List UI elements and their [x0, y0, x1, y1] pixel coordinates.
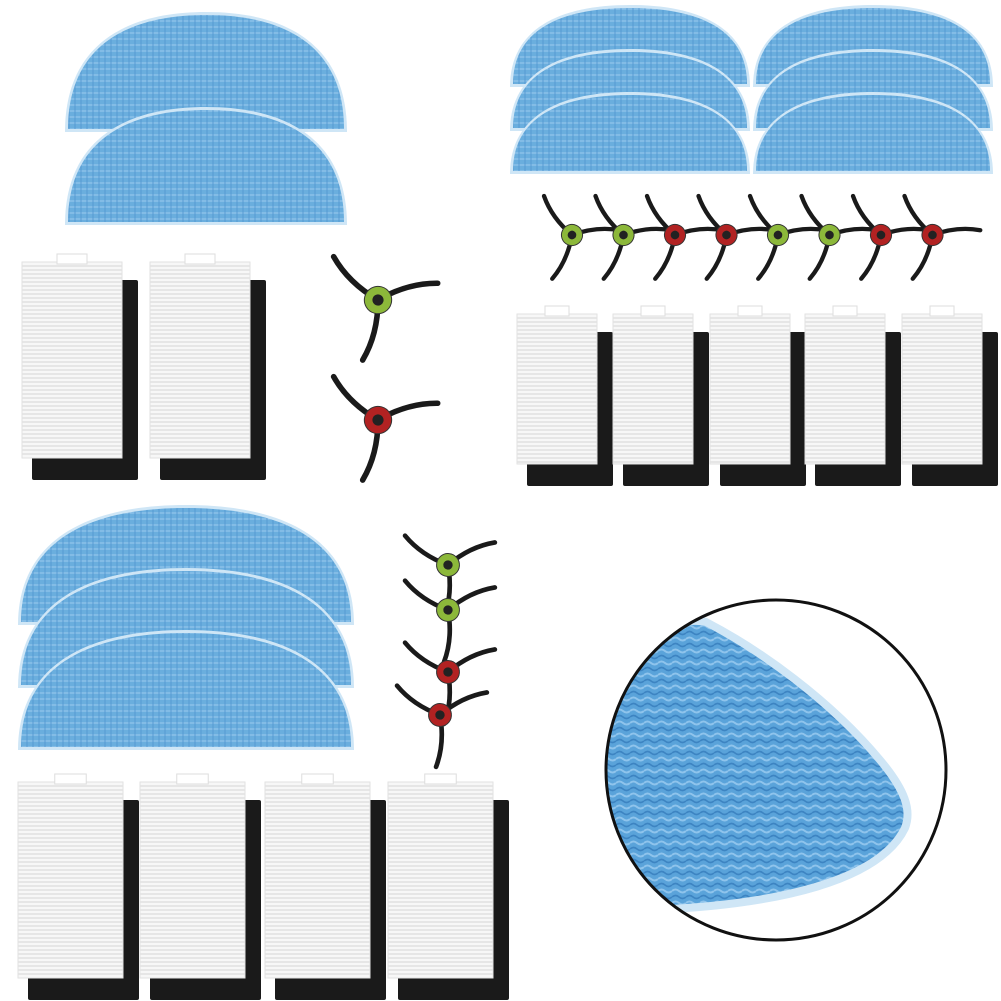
- mop-pad: [65, 107, 347, 225]
- mop-pads-layer: [18, 4, 993, 750]
- side-brush: [799, 193, 880, 281]
- mop-pad: [65, 12, 347, 132]
- filters-layer: [17, 253, 998, 1000]
- side-brush: [644, 193, 725, 281]
- mop-pad: [753, 92, 993, 174]
- side-brush: [902, 193, 983, 281]
- loupe-ring: [604, 598, 948, 942]
- side-brushes-layer: [330, 193, 983, 770]
- hepa-filter: [149, 253, 266, 480]
- side-brush: [402, 578, 498, 665]
- hepa-filter: [516, 305, 613, 486]
- hepa-filter: [612, 305, 709, 486]
- side-brush: [330, 373, 441, 483]
- mop-pad: [510, 92, 750, 174]
- hepa-filter: [804, 305, 901, 486]
- mop-pad: [18, 630, 354, 750]
- closeup-mop-fabric: [606, 616, 912, 914]
- hepa-filter: [901, 305, 998, 486]
- hepa-filter: [139, 773, 261, 1000]
- hepa-filter: [17, 773, 139, 1000]
- side-brush: [394, 683, 490, 770]
- mop-closeup-loupe: [604, 598, 948, 942]
- side-brush: [330, 253, 441, 363]
- hepa-filter: [387, 773, 509, 1000]
- hepa-filter: [21, 253, 138, 480]
- hepa-filter: [264, 773, 386, 1000]
- side-brush: [541, 193, 622, 281]
- hepa-filter: [709, 305, 806, 486]
